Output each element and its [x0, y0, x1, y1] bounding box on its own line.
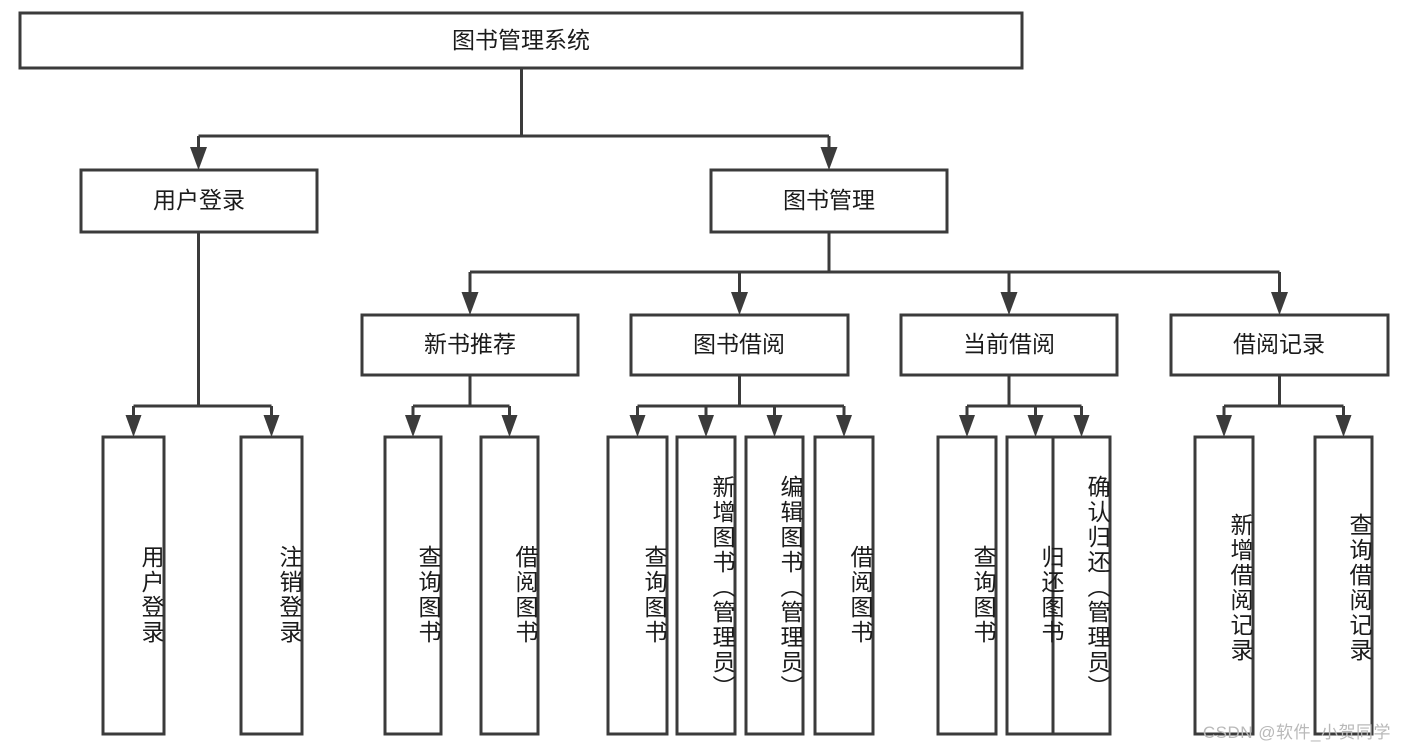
- node-leaf-confirm-return-box[interactable]: [1051, 435, 1112, 736]
- arrowhead-leaf-confirm-return: [1073, 415, 1090, 437]
- node-leaf-query-book-3-box[interactable]: [936, 435, 998, 736]
- connector-group-current-borrow: [959, 375, 1090, 437]
- node-root-label: 图书管理系统: [452, 27, 590, 53]
- connector-group-user-login: [125, 232, 280, 437]
- arrowhead-book-manage: [820, 147, 838, 170]
- node-current-borrow-box[interactable]: [899, 313, 1119, 377]
- node-root-box[interactable]: [18, 11, 1024, 70]
- node-leaf-edit-book-box[interactable]: [744, 435, 805, 736]
- node-book-borrow-box[interactable]: [629, 313, 850, 377]
- node-leaf-add-book-box[interactable]: [675, 435, 737, 736]
- node-borrow-record-label: 借阅记录: [1233, 331, 1325, 357]
- arrowhead-leaf-borrow-book-2: [836, 415, 852, 437]
- node-current-borrow[interactable]: 当前借阅: [899, 313, 1119, 377]
- arrowhead-book-borrow: [731, 292, 748, 315]
- connector-group-book-borrow: [629, 375, 852, 437]
- arrowhead-new-book-rec: [461, 292, 479, 315]
- arrowhead-leaf-add-record: [1216, 415, 1232, 437]
- node-user-login-box[interactable]: [79, 168, 319, 234]
- arrowhead-leaf-return-book: [1027, 415, 1044, 437]
- node-new-book-rec[interactable]: 新书推荐: [360, 313, 580, 377]
- arrowhead-leaf-add-book: [698, 415, 714, 437]
- connector-group-new-book-rec: [405, 375, 518, 437]
- arrowhead-leaf-query-book-3: [959, 415, 975, 437]
- arrowhead-user-login: [190, 147, 207, 170]
- node-current-borrow-label: 当前借阅: [963, 331, 1055, 357]
- node-leaf-borrow-book-1-box[interactable]: [479, 435, 540, 736]
- node-book-borrow[interactable]: 图书借阅: [629, 313, 850, 377]
- node-book-manage-label: 图书管理: [783, 187, 875, 213]
- node-leaf-query-book-1-box[interactable]: [383, 435, 443, 736]
- node-leaf-user-login-box[interactable]: [101, 435, 166, 736]
- arrowhead-leaf-logout: [263, 415, 280, 437]
- connector-group-borrow-record: [1216, 375, 1352, 437]
- csdn-watermark: CSDN @软件_小贺同学: [1202, 723, 1391, 742]
- node-leaf-logout-box[interactable]: [239, 435, 304, 736]
- node-root[interactable]: 图书管理系统: [18, 11, 1024, 70]
- node-book-manage-box[interactable]: [709, 168, 949, 234]
- arrowhead-leaf-query-book-2: [629, 415, 646, 437]
- node-book-borrow-label: 图书借阅: [693, 331, 785, 357]
- node-user-login[interactable]: 用户登录: [79, 168, 319, 234]
- node-leaf-borrow-book-2-box[interactable]: [813, 435, 875, 736]
- node-user-login-label: 用户登录: [153, 187, 245, 213]
- node-new-book-rec-box[interactable]: [360, 313, 580, 377]
- node-leaf-query-record-box[interactable]: [1313, 435, 1374, 736]
- arrowhead-leaf-query-record: [1335, 415, 1352, 437]
- arrowhead-current-borrow: [1000, 292, 1018, 315]
- node-leaf-query-book-2-box[interactable]: [606, 435, 669, 736]
- connector-group-root: [190, 68, 838, 170]
- node-borrow-record-box[interactable]: [1169, 313, 1390, 377]
- node-book-manage[interactable]: 图书管理: [709, 168, 949, 234]
- node-leaf-add-record-box[interactable]: [1193, 435, 1255, 736]
- arrowhead-leaf-user-login: [125, 415, 142, 437]
- connector-group-book-manage: [461, 232, 1288, 315]
- arrowhead-leaf-query-book-1: [405, 415, 421, 437]
- arrowhead-borrow-record: [1271, 292, 1288, 315]
- arrowhead-leaf-borrow-book-1: [501, 415, 518, 437]
- arrowhead-leaf-edit-book: [766, 415, 783, 437]
- node-borrow-record[interactable]: 借阅记录: [1169, 313, 1390, 377]
- node-new-book-rec-label: 新书推荐: [424, 331, 516, 357]
